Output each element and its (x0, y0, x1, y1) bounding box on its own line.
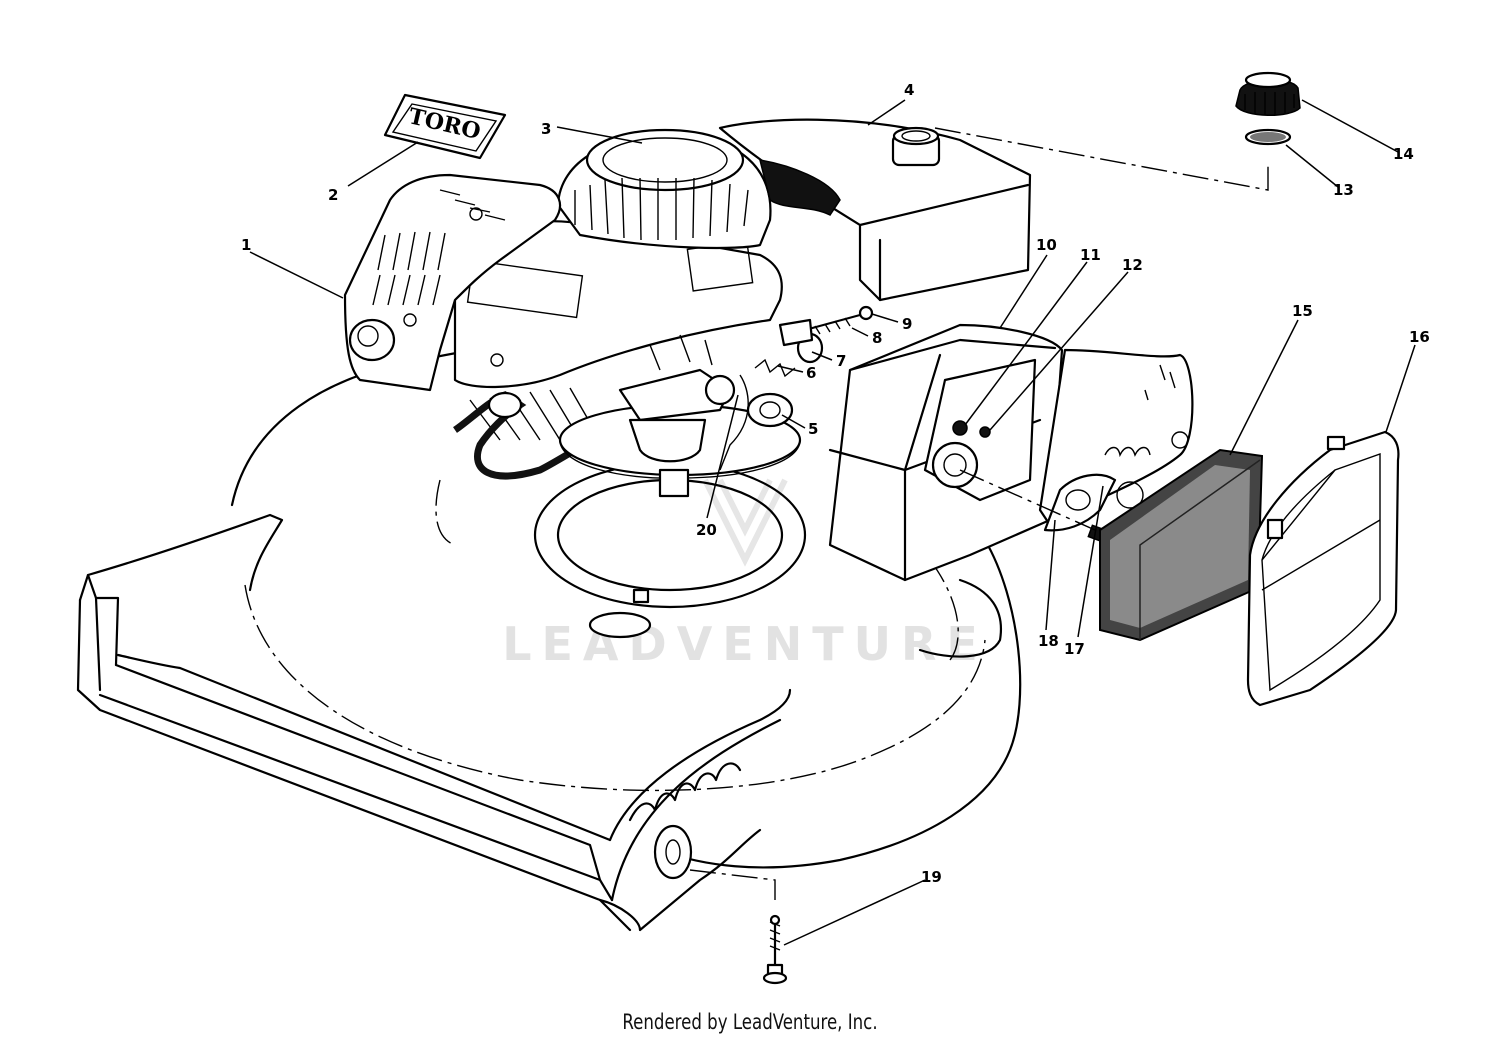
callout-1: 1 (241, 236, 251, 254)
callout-3: 3 (541, 120, 551, 138)
starter-fins (574, 177, 749, 241)
carburetor-bowl (628, 418, 707, 463)
toro-decal: TORO (383, 93, 507, 160)
callout-11: 11 (1080, 246, 1101, 264)
callout-16: 16 (1409, 328, 1430, 346)
callout-8: 8 (872, 329, 882, 347)
decal-plate (383, 93, 507, 160)
air-cleaner-screw (952, 420, 968, 436)
air-cleaner-cover (1246, 430, 1400, 707)
callout-10: 10 (1036, 236, 1057, 254)
bolt-assembly-line (689, 869, 776, 900)
mounting-screw (803, 313, 862, 332)
mower-deck (76, 343, 1022, 932)
callout-15: 15 (1292, 302, 1313, 320)
crankshaft (658, 468, 690, 498)
callout-19: 19 (921, 868, 942, 886)
spring (754, 358, 796, 378)
callout-2: 2 (328, 186, 338, 204)
callout-12: 12 (1122, 256, 1143, 274)
watermark-logo (702, 478, 788, 567)
breather-hose (758, 159, 841, 216)
fuel-cap-assembly-line (934, 127, 1269, 191)
fuel-cap-assembly (1235, 71, 1301, 146)
wheel-hub (653, 824, 693, 880)
deck-inner-ring (244, 584, 986, 792)
leader-lines (249, 99, 1416, 946)
watermark-text: LEADVENTURE (502, 617, 988, 671)
callout-4: 4 (904, 81, 914, 99)
deck-front-left (78, 513, 284, 602)
callout-13: 13 (1333, 181, 1354, 199)
watermark: LEADVENTURE (502, 478, 988, 671)
screw-head (858, 305, 874, 321)
callout-18: 18 (1038, 632, 1059, 650)
assembly-lines (689, 127, 1269, 900)
callout-6: 6 (806, 364, 816, 382)
blade-bolt (762, 914, 788, 985)
deck-boss (588, 611, 652, 639)
muffler-outlet (348, 318, 396, 362)
footer-credit: Rendered by LeadVenture, Inc. (622, 1010, 878, 1034)
callout-17: 17 (1064, 640, 1085, 658)
air-cleaner-gasket (1043, 473, 1117, 532)
callout-14: 14 (1393, 145, 1414, 163)
deck-dome-right (658, 538, 1022, 869)
callout-9: 9 (902, 315, 912, 333)
air-cleaner (828, 323, 1400, 707)
callouts: 1 2 3 4 5 6 7 8 9 10 11 12 13 14 15 16 1… (241, 81, 1430, 886)
callout-20: 20 (696, 521, 717, 539)
callout-5: 5 (808, 420, 818, 438)
deck-vents (628, 762, 742, 822)
muffler-guard (343, 173, 562, 392)
callout-7: 7 (836, 352, 846, 370)
starter-cup (585, 128, 745, 192)
engine (343, 118, 1032, 498)
carburetor-gasket (746, 392, 794, 428)
